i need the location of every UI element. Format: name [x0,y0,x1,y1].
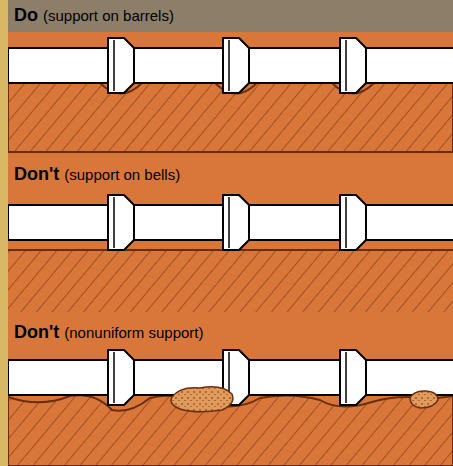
panel-heading: Don't (support on bells) [14,164,180,185]
panel-heading: Do (support on barrels) [14,5,174,26]
verdict-label: Do [14,5,38,26]
support-note: (support on barrels) [43,7,174,24]
verdict-label: Don't [14,322,59,343]
verdict-label: Don't [14,164,59,185]
support-note: (support on bells) [64,166,180,183]
support-note: (nonuniform support) [64,324,203,341]
panel-heading: Don't (nonuniform support) [14,322,204,343]
